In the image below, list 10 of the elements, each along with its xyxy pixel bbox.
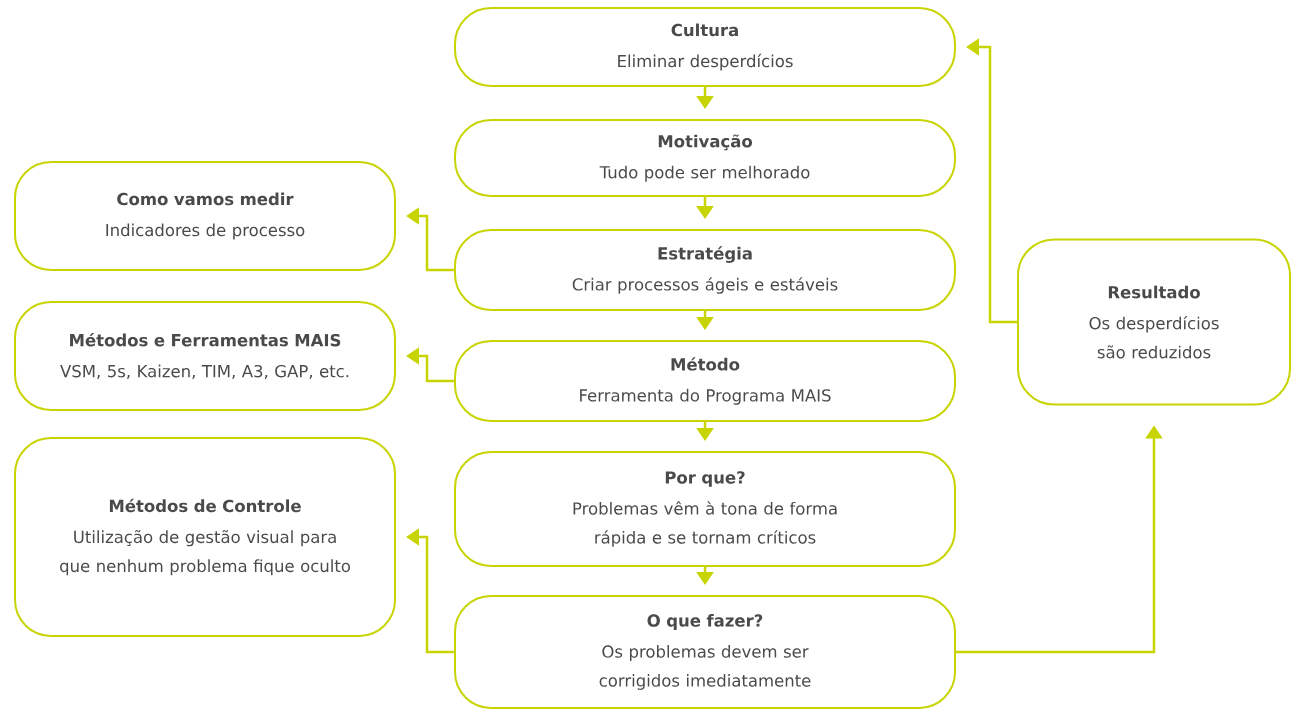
process-box: Como vamos medir Indicadores de processo — [14, 161, 396, 271]
process-box: Resultado Os desperdícios são reduzidos — [1017, 238, 1291, 406]
process-box: Métodos de Controle Utilização de gestão visual para que nenhum problema fique oculto — [14, 437, 396, 637]
process-box: Método Ferramenta do Programa MAIS — [454, 340, 956, 422]
process-box: Por que? Problemas vêm à tona de forma rápida e se tornam críticos — [454, 451, 956, 567]
process-box: Estratégia Criar processos ágeis e estáveis — [454, 229, 956, 311]
process-box: Cultura Eliminar desperdícios — [454, 7, 956, 87]
process-box: Métodos e Ferramentas MAIS VSM, 5s, Kaizen, TIM, A3, GAP, etc. — [14, 301, 396, 411]
process-box: Motivação Tudo pode ser melhorado — [454, 119, 956, 197]
process-box: O que fazer? Os problemas devem ser corrigidos imediatamente — [454, 595, 956, 709]
